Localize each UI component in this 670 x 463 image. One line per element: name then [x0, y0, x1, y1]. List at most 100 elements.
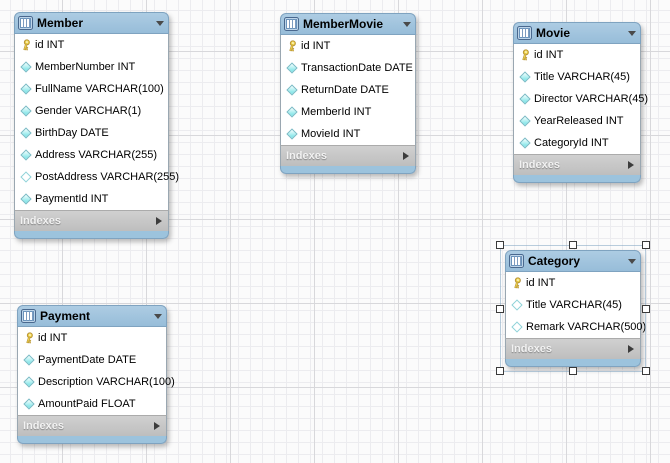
- column-icon: [22, 376, 35, 389]
- indexes-section[interactable]: Indexes: [17, 415, 167, 436]
- selection-handle-tr[interactable]: [642, 241, 650, 249]
- column-label: Title VARCHAR(45): [534, 71, 630, 83]
- table-title: Movie: [536, 26, 571, 40]
- column-row[interactable]: Address VARCHAR(255): [15, 144, 168, 166]
- column-list: id INT Title VARCHAR(45) Remark VARCHAR(…: [505, 272, 646, 338]
- column-label: Gender VARCHAR(1): [35, 105, 142, 117]
- indexes-section[interactable]: Indexes: [513, 154, 641, 175]
- table-node-category[interactable]: Category id INT Title VARCHAR(45) Remark…: [496, 241, 650, 375]
- column-icon: [19, 149, 32, 162]
- table-node-movie[interactable]: Movie id INT Title VARCHAR(45) Director …: [513, 22, 648, 183]
- column-row[interactable]: MovieId INT: [281, 123, 415, 145]
- expand-arrow-icon[interactable]: [628, 161, 634, 169]
- column-label: PaymentDate DATE: [38, 354, 137, 366]
- primary-key-icon: [285, 40, 298, 53]
- column-label: Title VARCHAR(45): [526, 299, 622, 311]
- table-node-member[interactable]: Member id INT MemberNumber INT FullName …: [14, 12, 179, 239]
- column-row[interactable]: Title VARCHAR(45): [506, 294, 640, 316]
- column-row[interactable]: Description VARCHAR(100): [18, 371, 175, 393]
- primary-key-icon: [22, 332, 35, 345]
- column-icon: [285, 84, 298, 97]
- indexes-section[interactable]: Indexes: [505, 338, 641, 359]
- column-row[interactable]: Title VARCHAR(45): [514, 66, 640, 88]
- column-row[interactable]: id INT: [18, 327, 166, 349]
- table-icon: [517, 26, 532, 40]
- table-footer-strip: [14, 231, 169, 239]
- column-row[interactable]: id INT: [281, 35, 415, 57]
- indexes-section[interactable]: Indexes: [14, 210, 169, 231]
- indexes-label: Indexes: [511, 343, 552, 355]
- column-row[interactable]: MemberId INT: [281, 101, 415, 123]
- expand-arrow-icon[interactable]: [154, 422, 160, 430]
- column-label: id INT: [38, 332, 68, 344]
- column-row[interactable]: PaymentId INT: [15, 188, 168, 210]
- collapse-arrow-icon[interactable]: [403, 21, 411, 27]
- column-label: MemberId INT: [301, 106, 372, 118]
- column-label: id INT: [35, 39, 65, 51]
- expand-arrow-icon[interactable]: [403, 152, 409, 160]
- expand-arrow-icon[interactable]: [628, 345, 634, 353]
- column-label: Remark VARCHAR(500): [526, 321, 647, 333]
- indexes-label: Indexes: [20, 215, 61, 227]
- column-row[interactable]: Gender VARCHAR(1): [15, 100, 168, 122]
- column-label: FullName VARCHAR(100): [35, 83, 164, 95]
- column-label: id INT: [301, 40, 331, 52]
- column-icon: [19, 83, 32, 96]
- table-title: MemberMovie: [303, 17, 384, 31]
- table-title: Payment: [40, 309, 91, 323]
- table-node-membermovie[interactable]: MemberMovie id INT TransactionDate DATE …: [280, 13, 416, 174]
- table-header[interactable]: Payment: [17, 305, 167, 327]
- table-header[interactable]: MemberMovie: [280, 13, 416, 35]
- selection-handle-bc[interactable]: [569, 367, 577, 375]
- column-icon: [22, 354, 35, 367]
- table-header[interactable]: Category: [505, 250, 641, 272]
- column-row[interactable]: id INT: [15, 34, 168, 56]
- column-row[interactable]: TransactionDate DATE: [281, 57, 415, 79]
- column-icon: [518, 93, 531, 106]
- table-header[interactable]: Member: [14, 12, 169, 34]
- table-footer-strip: [513, 175, 641, 183]
- column-row[interactable]: PaymentDate DATE: [18, 349, 166, 371]
- collapse-arrow-icon[interactable]: [156, 20, 164, 26]
- column-list: id INT PaymentDate DATE Description VARC…: [17, 327, 175, 415]
- indexes-label: Indexes: [519, 159, 560, 171]
- table-node-payment[interactable]: Payment id INT PaymentDate DATE Descript…: [17, 305, 175, 444]
- column-row[interactable]: YearReleased INT: [514, 110, 640, 132]
- column-row[interactable]: Remark VARCHAR(500): [506, 316, 646, 338]
- selection-handle-br[interactable]: [642, 367, 650, 375]
- indexes-section[interactable]: Indexes: [280, 145, 416, 166]
- column-label: Address VARCHAR(255): [35, 149, 158, 161]
- column-row[interactable]: PostAddress VARCHAR(255): [15, 166, 179, 188]
- column-label: CategoryId INT: [534, 137, 609, 149]
- column-row[interactable]: BirthDay DATE: [15, 122, 168, 144]
- selection-handle-ml[interactable]: [496, 304, 504, 313]
- column-row[interactable]: id INT: [514, 44, 640, 66]
- column-row[interactable]: FullName VARCHAR(100): [15, 78, 168, 100]
- column-label: id INT: [534, 49, 564, 61]
- column-row[interactable]: id INT: [506, 272, 640, 294]
- selection-handle-tc[interactable]: [569, 241, 577, 249]
- collapse-arrow-icon[interactable]: [628, 30, 636, 36]
- expand-arrow-icon[interactable]: [156, 217, 162, 225]
- selection-handle-tl[interactable]: [496, 241, 504, 249]
- column-row[interactable]: ReturnDate DATE: [281, 79, 415, 101]
- column-icon: [19, 127, 32, 140]
- collapse-arrow-icon[interactable]: [628, 258, 636, 264]
- table-footer-strip: [17, 436, 167, 444]
- column-icon: [518, 115, 531, 128]
- table-title: Member: [37, 16, 84, 30]
- column-label: YearReleased INT: [534, 115, 624, 127]
- column-row[interactable]: CategoryId INT: [514, 132, 640, 154]
- column-label: Director VARCHAR(45): [534, 93, 649, 105]
- column-row[interactable]: Director VARCHAR(45): [514, 88, 648, 110]
- collapse-arrow-icon[interactable]: [154, 313, 162, 319]
- column-row[interactable]: AmountPaid FLOAT: [18, 393, 166, 415]
- primary-key-icon: [518, 49, 531, 62]
- selection-handle-bl[interactable]: [496, 367, 504, 375]
- column-row[interactable]: MemberNumber INT: [15, 56, 168, 78]
- selection-handle-mr[interactable]: [642, 304, 650, 313]
- column-label: MemberNumber INT: [35, 61, 136, 73]
- table-icon: [509, 254, 524, 268]
- table-header[interactable]: Movie: [513, 22, 641, 44]
